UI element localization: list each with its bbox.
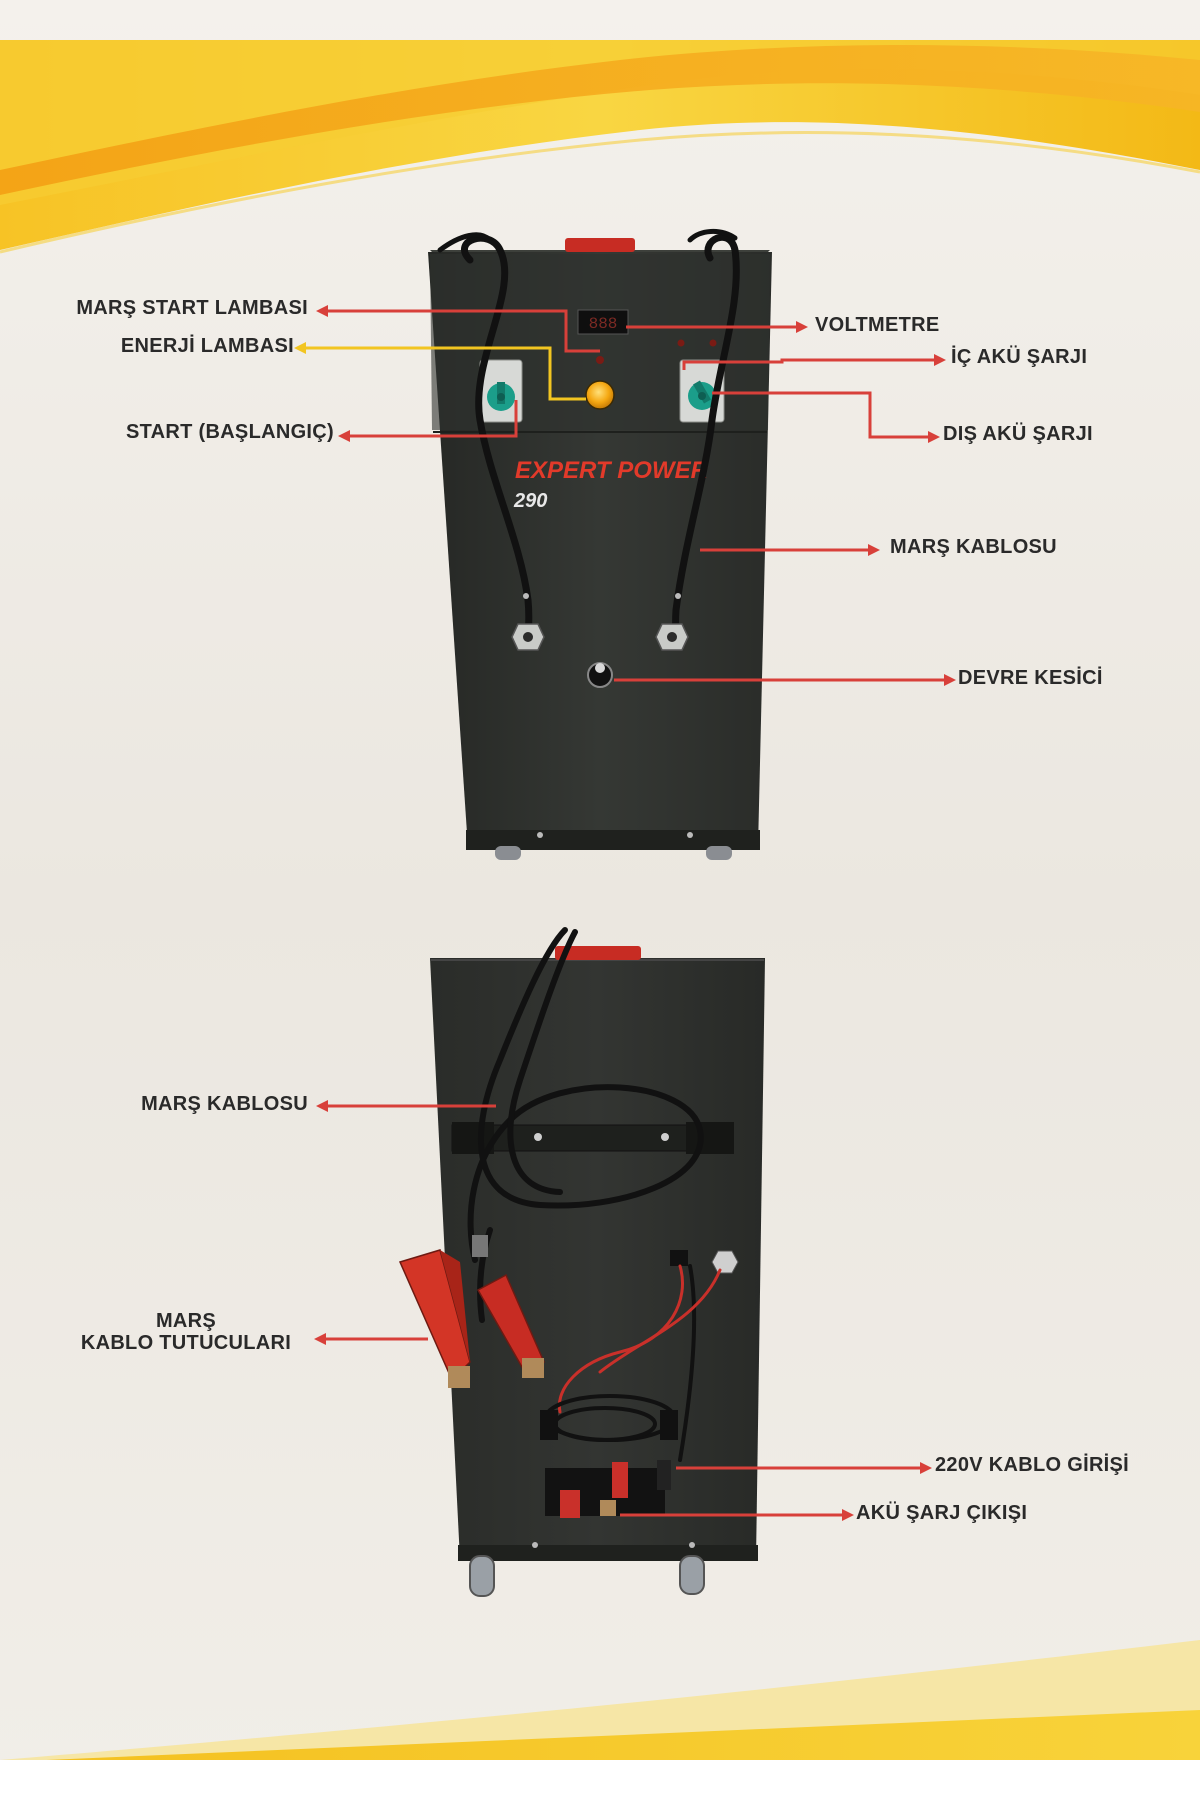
label-start-switch: START (BAŞLANGIÇ) [125, 421, 334, 443]
label-energy-lamp: ENERJİ LAMBASI [120, 335, 294, 357]
top-decor-waves [0, 40, 1200, 254]
label-clamp-holders-line1: MARŞ [155, 1310, 217, 1332]
label-internal-charge: İÇ AKÜ ŞARJI [951, 346, 1088, 368]
top-handle [565, 238, 635, 252]
label-power-inlet: 220V KABLO GİRİŞİ [935, 1454, 1130, 1476]
start-lamp-led [596, 356, 604, 364]
cable-icon [437, 229, 740, 644]
battery-clamp-icon [545, 1460, 671, 1518]
internal-charge-led [677, 339, 685, 347]
back-cabinet [398, 927, 765, 1597]
indicator-lamp-icon [585, 380, 615, 410]
label-circuit-breaker: DEVRE KESİCİ [958, 667, 1103, 689]
display-reading: 888 [589, 315, 618, 333]
label-charge-output: AKÜ ŞARJ ÇIKIŞI [856, 1502, 1028, 1524]
battery-clamp-icon [398, 1235, 545, 1388]
brand-model: 290 [513, 490, 547, 512]
label-start-lamp: MARŞ START LAMBASI [76, 297, 308, 319]
bottom-decor-band [0, 1640, 1200, 1800]
circuit-breaker-knob [587, 662, 613, 688]
label-voltmeter: VOLTMETRE [815, 314, 940, 336]
label-start-cable-front: MARŞ KABLOSU [890, 536, 1057, 558]
brand-name: EXPERT POWER [515, 457, 709, 484]
wheel-icon [469, 1555, 705, 1597]
front-leader-lines [294, 305, 956, 686]
back-leader-lines [314, 1100, 932, 1521]
label-clamp-holders: MARŞ KABLO TUTUCULARI [68, 1310, 304, 1354]
wheel-icon [495, 846, 732, 860]
label-start-cable-back: MARŞ KABLOSU [141, 1093, 308, 1115]
label-external-charge: DIŞ AKÜ ŞARJI [943, 423, 1093, 445]
external-charge-led [709, 339, 717, 347]
voltmeter-display: 888 [577, 309, 629, 335]
front-cabinet: 888 EXPERT POWER 290 [428, 229, 772, 860]
label-clamp-holders-line2: KABLO TUTUCULARI [80, 1332, 292, 1354]
rotary-switch-icon [479, 359, 523, 423]
